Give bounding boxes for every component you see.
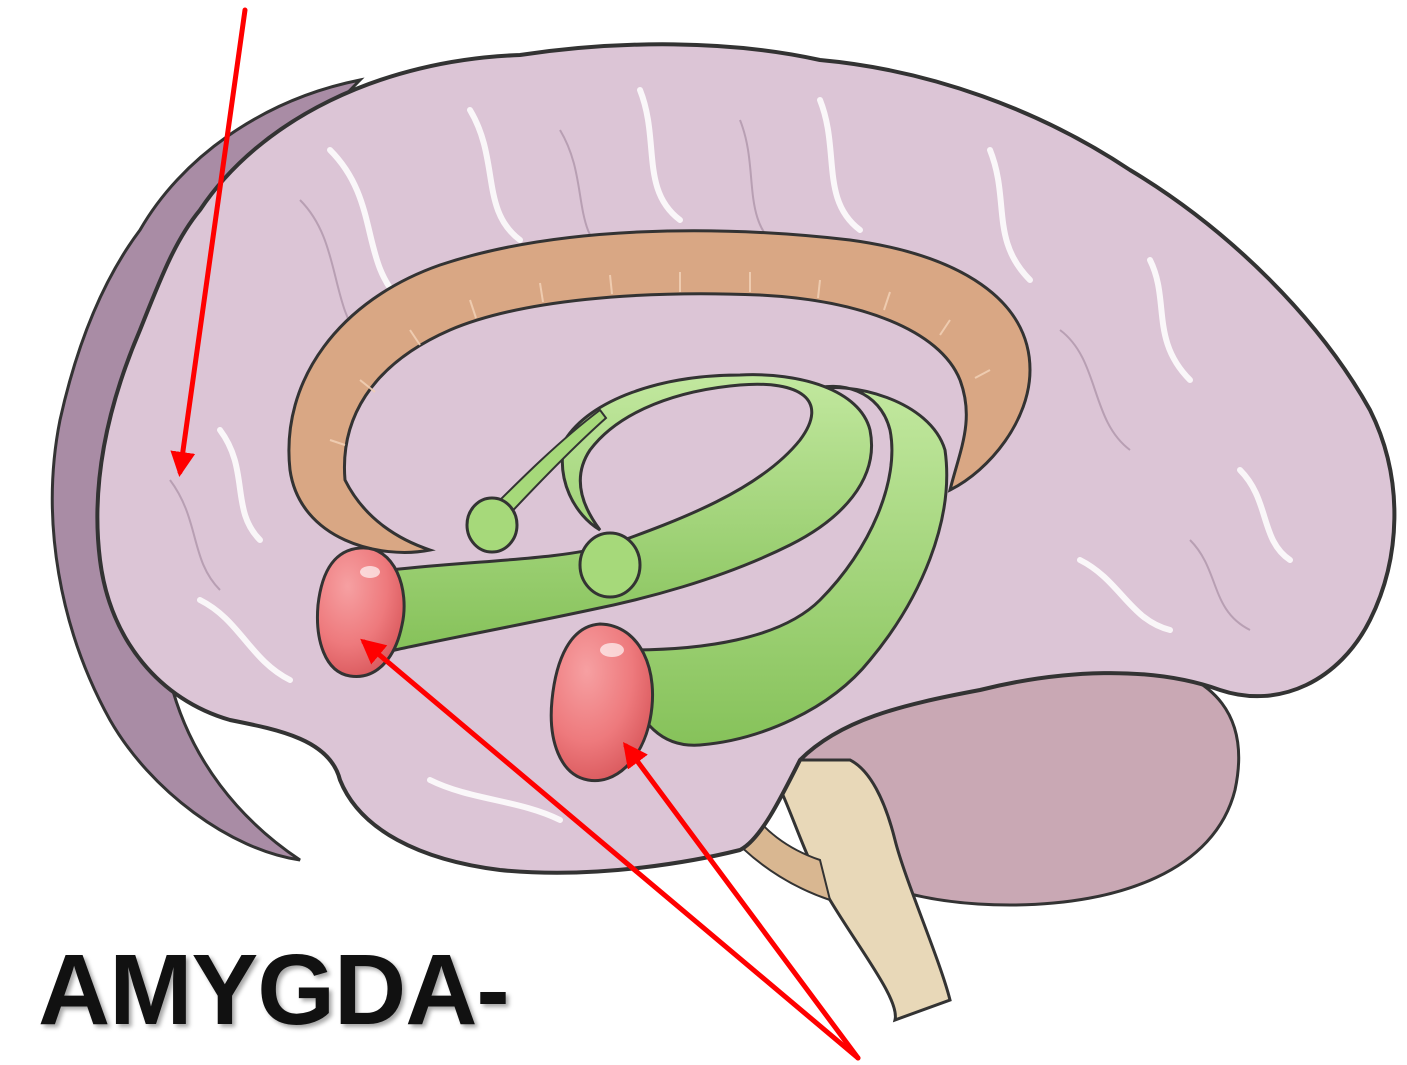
mammillary-body-posterior bbox=[580, 533, 640, 597]
amygdala-label: AMYGDA- bbox=[38, 940, 509, 1040]
amygdala-anterior bbox=[317, 548, 404, 677]
mammillary-body-anterior bbox=[467, 498, 517, 552]
